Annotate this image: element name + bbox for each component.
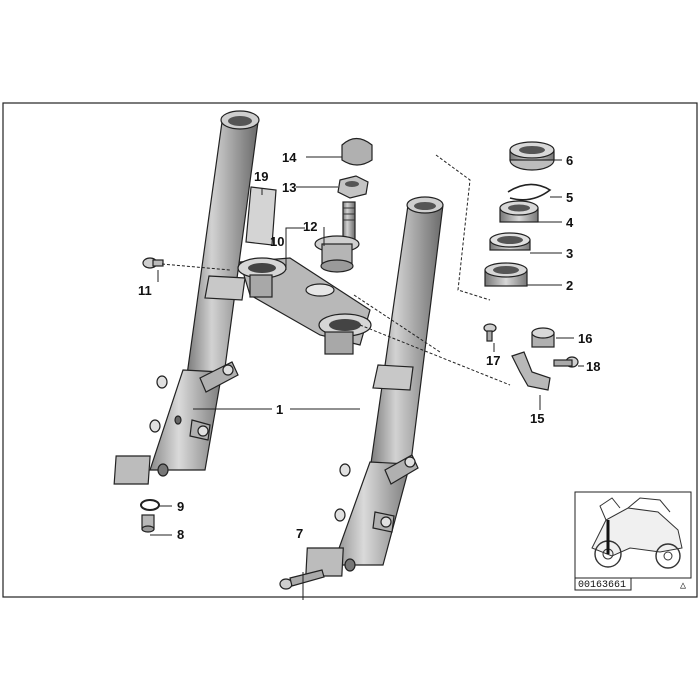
decal-label [245,186,277,246]
callout-10: 10 [270,234,284,249]
right-fork-leg [305,196,444,577]
reference-number: 00163661 [578,580,626,591]
callout-8: 8 [177,527,184,542]
callout-18: 18 [586,359,600,374]
bolt-18 [553,356,579,368]
diagram-frame [2,102,698,598]
callout-6: 6 [566,153,573,168]
stem-nut [337,175,369,199]
bearing-ring-3 [489,232,531,251]
callout-19: 19 [254,169,268,184]
screw-17 [483,323,497,342]
plug-8 [141,514,155,533]
steering-stem [314,201,360,273]
callout-16: 16 [578,331,592,346]
washer-9 [140,499,160,511]
callout-7: 7 [296,526,303,541]
callout-14: 14 [282,150,297,165]
warning-triangle-icon: △ [680,581,686,592]
callout-11: 11 [138,283,152,298]
left-fork-leg [113,110,260,485]
bearing-ring-4 [499,200,539,223]
callout-17: 17 [486,353,500,368]
callout-4: 4 [566,215,574,230]
callout-5: 5 [566,190,573,205]
stem-cap [341,137,373,166]
circlip-5 [507,183,552,201]
callout-9: 9 [177,499,184,514]
motorcycle-thumbnail: 00163661 △ [574,491,692,592]
callout-1: 1 [276,402,283,417]
bracket-15 [511,351,551,391]
bolt-11 [142,257,164,269]
callout-12: 12 [303,219,317,234]
grommet-16 [531,327,555,348]
leader-lines [150,156,584,600]
callout-15: 15 [530,411,544,426]
bearing-ring-2 [484,262,528,287]
callout-3: 3 [566,246,573,261]
lower-triple-clamp [237,257,372,355]
callout-13: 13 [282,180,296,195]
bearing-ring-6 [509,141,555,171]
callout-2: 2 [566,278,573,293]
bolt-7 [279,569,325,590]
